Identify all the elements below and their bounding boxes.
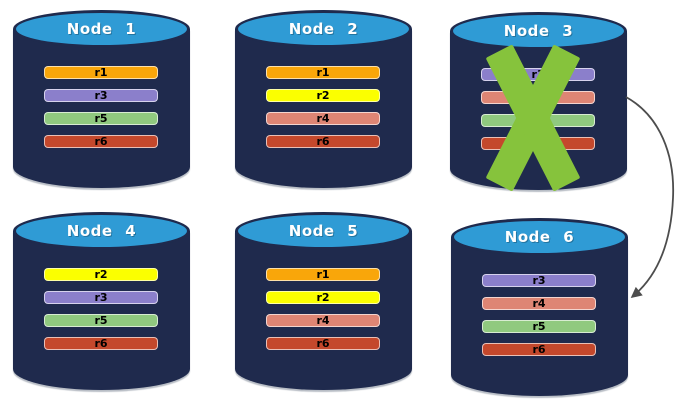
replica-label: r6 [316,337,330,350]
replica-label: r3 [532,274,546,287]
replica-list: r1 r3 r5 r6 [44,66,158,148]
node-1: Node 1 r1 r3 r5 r6 [13,10,190,188]
cylinder-body [235,231,412,390]
replica-label: r4 [316,314,330,327]
replica-label: r4 [316,112,330,125]
node-title: Node 2 [288,20,359,38]
node-title: Node 3 [503,22,574,40]
replica-list: r2 r3 r5 r6 [44,268,158,350]
cylinder-top [235,212,412,250]
replica-label: r3 [94,89,108,102]
replica-label: r2 [94,268,108,281]
replica-label: r5 [94,112,108,125]
replica-bar: r2 [44,268,158,281]
transfer-arrow-path [625,96,675,299]
node-title: Node 6 [504,228,575,246]
replica-label: r1 [316,66,330,79]
node-3: Node 3 r3 [450,12,627,192]
node-title: Node 5 [288,222,359,240]
replica-bar: r6 [44,135,158,148]
replica-label: r4 [532,297,546,310]
cylinder-body [451,237,628,396]
replica-bar: r2 [266,291,380,304]
replica-bar: r3 [44,291,158,304]
replica-list: r1 r2 r4 r6 [266,66,380,148]
cylinder-body [13,29,190,188]
replica-label: r2 [316,291,330,304]
replica-label: r3 [94,291,108,304]
cylinder-top [235,10,412,48]
cylinder-top [450,12,627,50]
cylinder-top [451,218,628,256]
replica-label: r6 [94,337,108,350]
replica-label: r2 [316,89,330,102]
replica-bar: r5 [482,320,596,333]
replica-label: r1 [316,268,330,281]
replica-bar: r1 [266,66,380,79]
replica-label: r5 [94,314,108,327]
cylinder-top [13,212,190,250]
replica-label: r6 [532,343,546,356]
replica-bar: r4 [266,112,380,125]
replica-bar: r2 [266,89,380,102]
node-2: Node 2 r1 r2 r4 r6 [235,10,412,188]
replica-bar: r4 [266,314,380,327]
replica-bar: r5 [44,314,158,327]
replica-label: r1 [94,66,108,79]
node-6: Node 6 r3 r4 r5 r6 [451,218,628,396]
replica-list: r1 r2 r4 r6 [266,268,380,350]
replica-bar: r6 [266,135,380,148]
replica-list: r3 r4 r5 r6 [482,274,596,356]
node-5: Node 5 r1 r2 r4 r6 [235,212,412,390]
replica-label: r6 [316,135,330,148]
node-title: Node 1 [66,20,137,38]
replica-bar: r4 [482,297,596,310]
node-title: Node 4 [66,222,137,240]
cylinder-body [235,29,412,188]
cylinder-body [13,231,190,390]
replica-bar: r1 [44,66,158,79]
replica-label: r5 [532,320,546,333]
cylinder-top [13,10,190,48]
node-4: Node 4 r2 r3 r5 r6 [13,212,190,390]
replica-bar: r3 [482,274,596,287]
replica-bar: r3 [44,89,158,102]
replica-label: r6 [94,135,108,148]
replica-bar: r5 [44,112,158,125]
replica-bar: r6 [266,337,380,350]
replica-bar: r6 [44,337,158,350]
replica-bar: r1 [266,268,380,281]
replica-bar: r6 [482,343,596,356]
